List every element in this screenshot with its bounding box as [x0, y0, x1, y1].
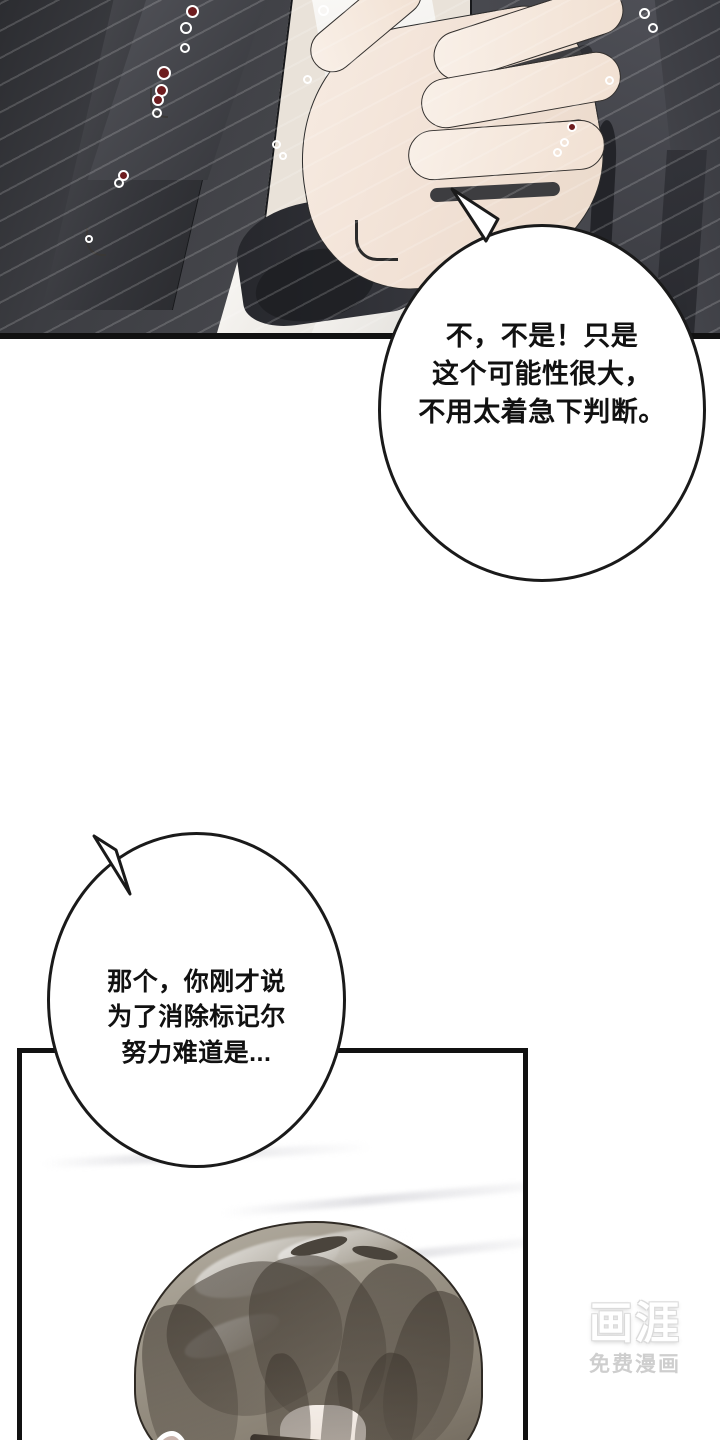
bubble-dot-icon	[567, 122, 577, 132]
watermark-tagline: 免费漫画	[589, 1353, 681, 1376]
speech-bubble-2: 那个，你刚才说 为了消除标记尔 努力难道是...	[47, 832, 346, 1168]
bubble-dot-icon	[180, 43, 190, 53]
light-streak	[222, 1177, 523, 1218]
bubble-dot-icon	[186, 5, 199, 18]
speech-bubble-2-text: 那个，你刚才说 为了消除标记尔 努力难道是...	[107, 967, 286, 1067]
bubble-dot-icon	[152, 108, 162, 118]
speech-bubble-1: 不，不是！只是 这个可能性很大， 不用太着急下判断。	[378, 224, 706, 582]
bubble-dot-icon	[639, 8, 650, 19]
speech-bubble-1-text: 不，不是！只是 这个可能性很大， 不用太着急下判断。	[418, 320, 666, 428]
bubble-dot-icon	[560, 138, 569, 147]
bubble-dot-icon	[318, 5, 329, 16]
bubble-dot-icon	[157, 66, 171, 80]
bubble-dot-icon	[152, 94, 164, 106]
bubble-dot-icon	[85, 235, 93, 243]
bubble-dot-icon	[114, 178, 124, 188]
bubble-dot-icon	[180, 22, 192, 34]
bubble-2-tail	[92, 834, 132, 896]
watermark-logo-text: 画涯	[589, 1299, 681, 1348]
hand-crease	[355, 220, 398, 261]
bubble-dot-icon	[648, 23, 658, 33]
bubble-dot-icon	[272, 140, 281, 149]
bubble-dot-icon	[279, 152, 287, 160]
bubble-dot-icon	[553, 148, 562, 157]
bubble-1-tail	[450, 187, 500, 243]
watermark: 画涯 免费漫画	[562, 1299, 708, 1376]
bubble-dot-icon	[303, 75, 312, 84]
panel-top-bottom-border	[0, 333, 720, 339]
bubble-dot-icon	[605, 76, 614, 85]
